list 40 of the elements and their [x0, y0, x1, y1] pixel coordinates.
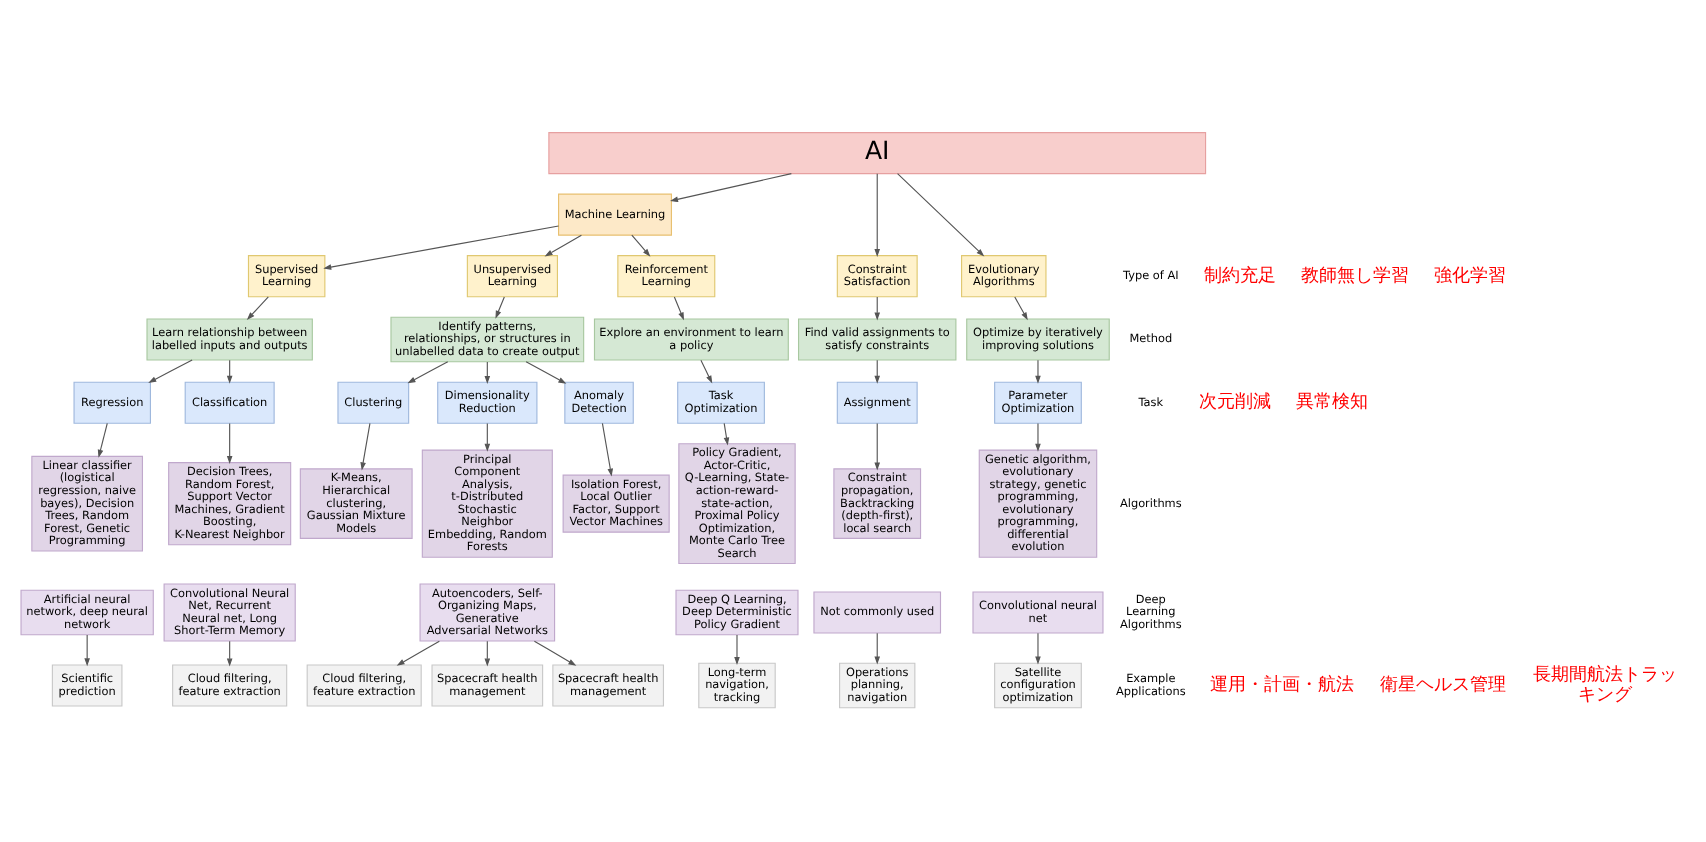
arrow [226, 640, 233, 667]
arrow [360, 422, 371, 471]
label: 制約充足 [1203, 266, 1276, 287]
arrow [484, 422, 491, 452]
label: 次元削減 [1199, 393, 1272, 414]
arrow [84, 634, 90, 667]
arrow [1035, 422, 1041, 452]
label: 強化学習 [1434, 266, 1507, 287]
arrow [484, 640, 491, 667]
arrow [544, 234, 582, 257]
node-box: AI [548, 132, 1207, 175]
arrow [1035, 359, 1041, 384]
arrow [226, 422, 233, 464]
arrow [97, 422, 108, 458]
arrow [734, 634, 740, 665]
arrow [670, 173, 792, 203]
arrow [148, 359, 193, 383]
arrow [723, 422, 730, 446]
arrow [874, 632, 881, 665]
arrow [246, 296, 269, 320]
label: 教師無し学習 [1300, 266, 1409, 287]
arrow [601, 422, 614, 477]
arrow [874, 173, 881, 258]
label: 衛星ヘルス管理 [1379, 675, 1506, 696]
arrow [407, 361, 449, 384]
arrow [396, 640, 440, 666]
arrow [323, 225, 560, 270]
arrow [700, 359, 713, 384]
arrow [495, 296, 505, 319]
arrow [874, 422, 881, 471]
arrow [1014, 296, 1028, 321]
arrow [673, 296, 684, 321]
arrow [1035, 632, 1041, 665]
label: 長期間航法トラッキング [1532, 665, 1677, 707]
arrow [525, 361, 567, 384]
label: 運用・計画・航法 [1209, 675, 1354, 696]
arrow [896, 173, 985, 257]
arrow [631, 234, 651, 257]
arrow [533, 640, 577, 666]
label: 異常検知 [1296, 393, 1369, 414]
